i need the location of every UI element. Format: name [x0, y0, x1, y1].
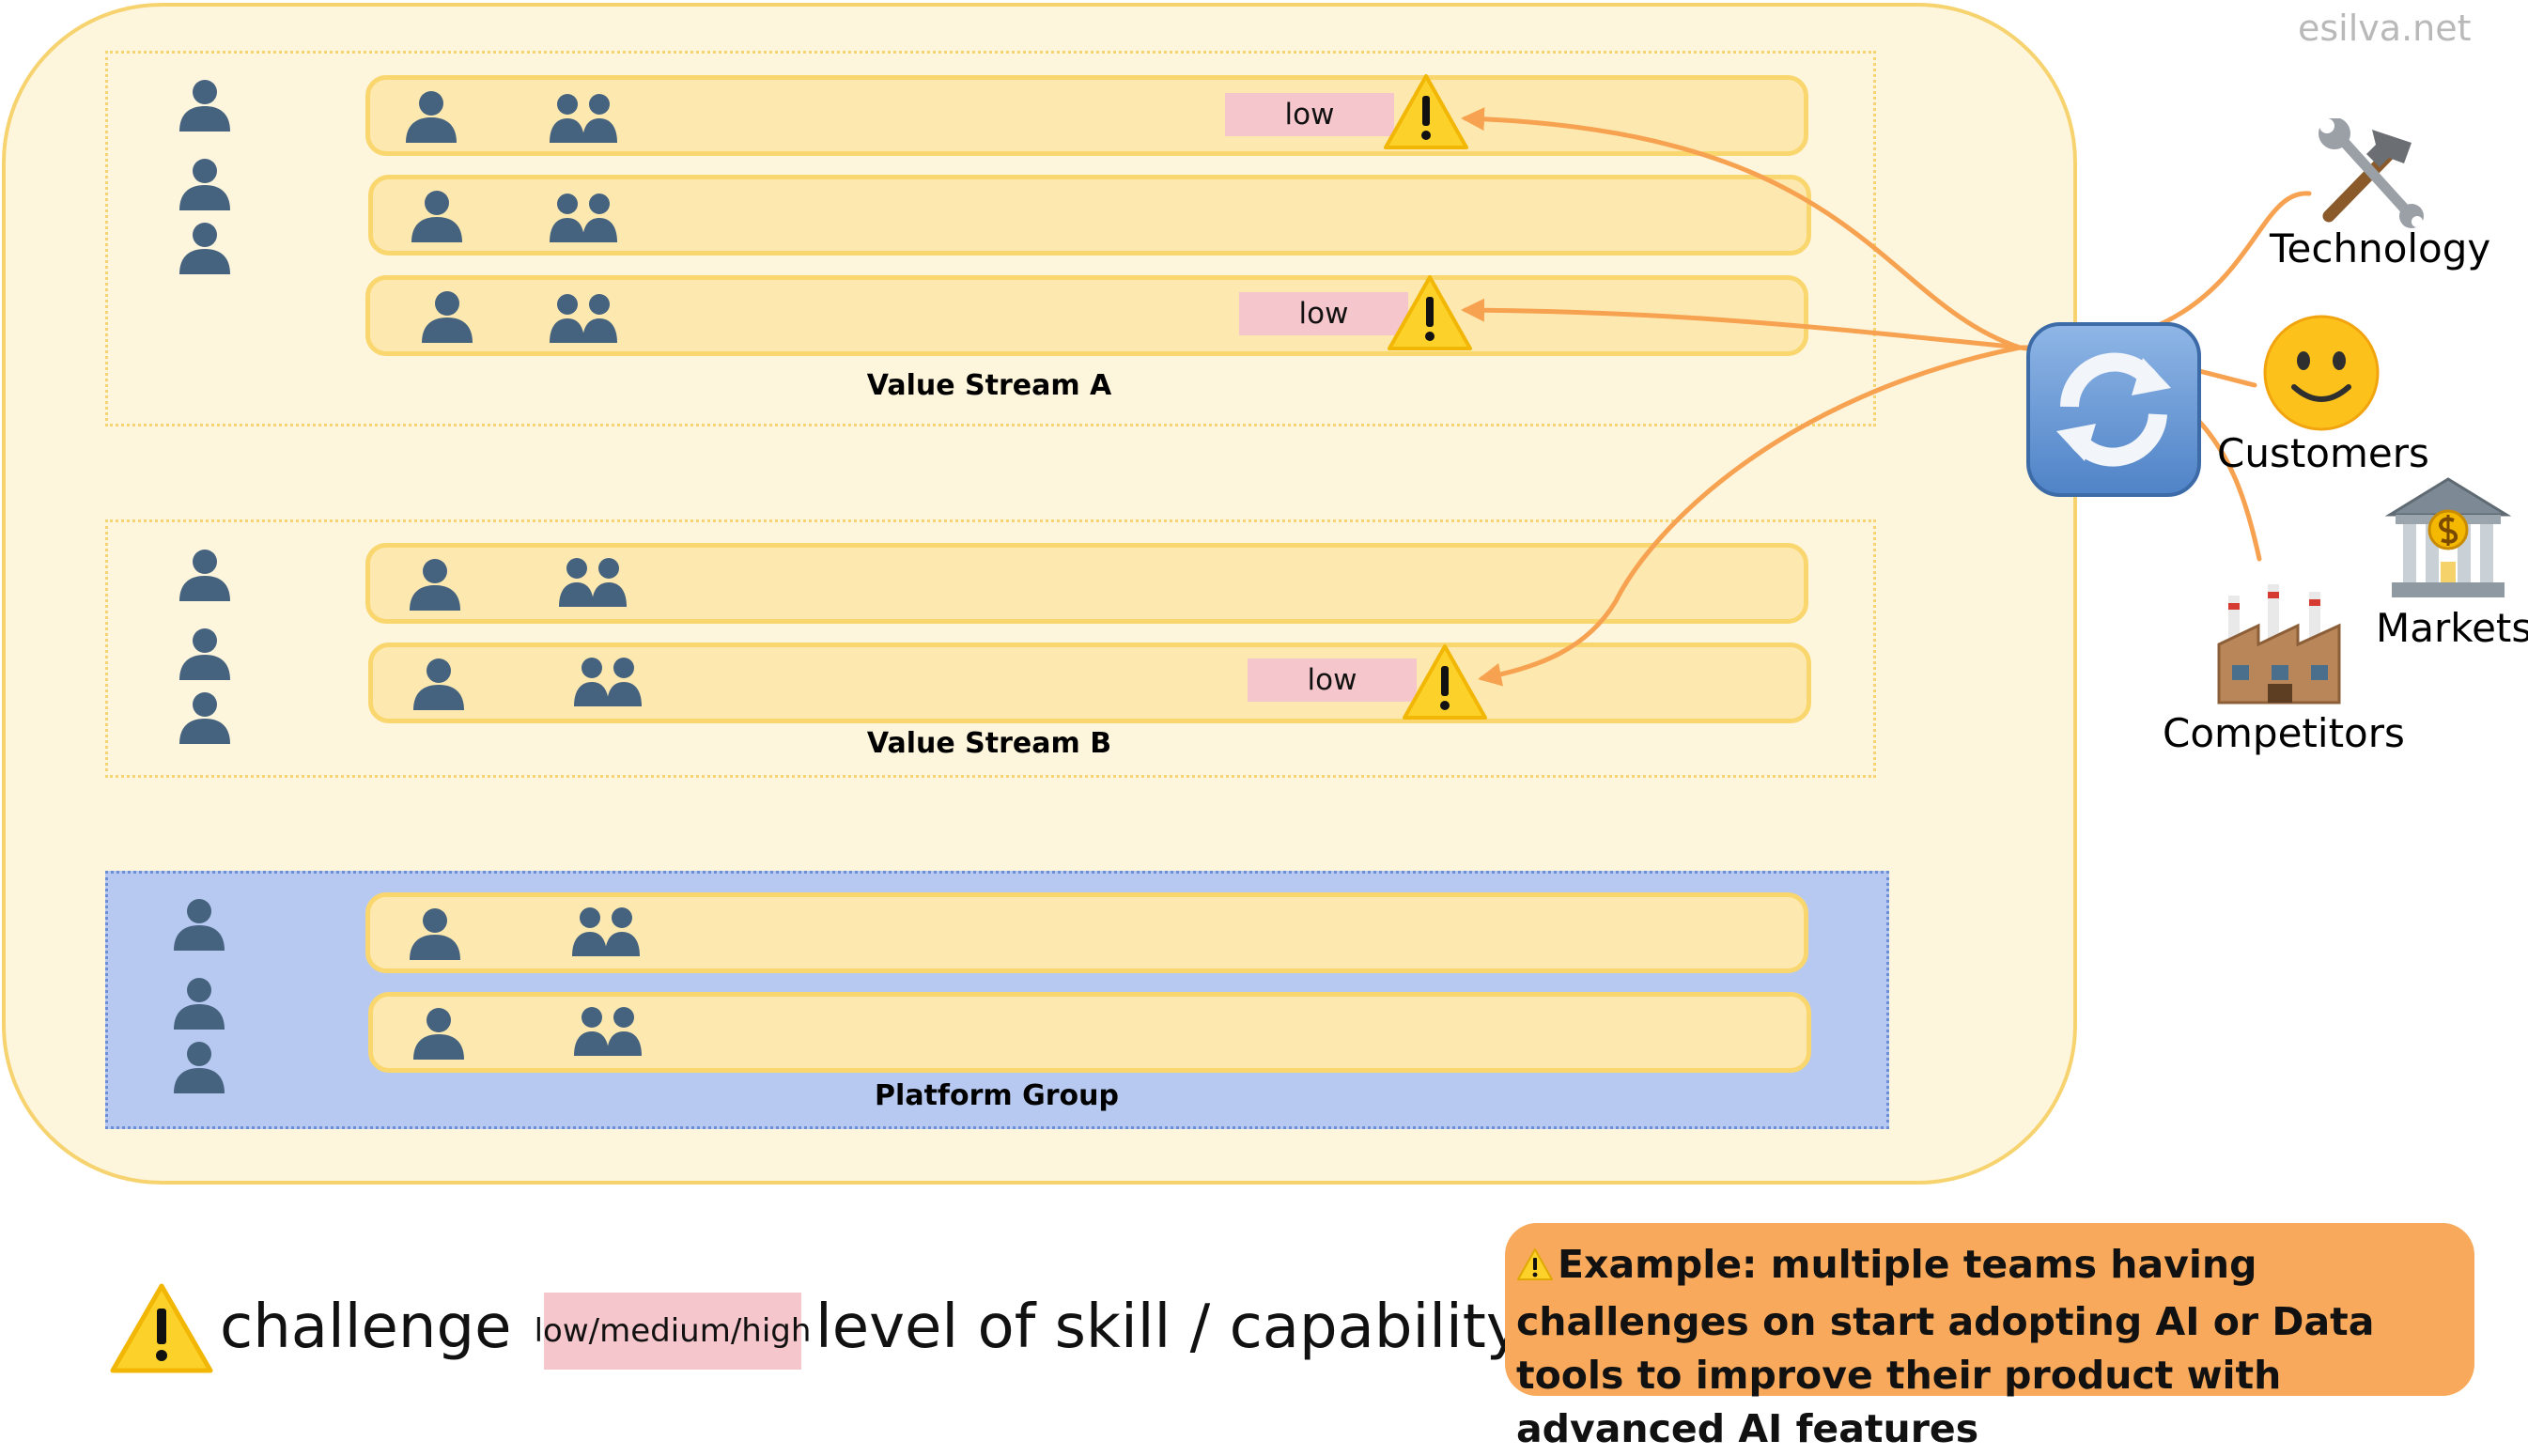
bank-icon	[2384, 475, 2512, 606]
person-icon	[418, 287, 476, 345]
people-pair-icon	[571, 902, 641, 958]
people-pair-icon	[573, 652, 643, 708]
people-pair-icon	[573, 1001, 643, 1058]
arrow-to-team-a1	[1461, 107, 2023, 350]
people-pair-icon	[549, 88, 618, 145]
person-icon	[406, 554, 464, 612]
arrow-to-team-a3	[1461, 298, 2023, 350]
person-icon	[176, 545, 234, 603]
value-stream-b-label: Value Stream B	[866, 727, 1112, 760]
warning-icon	[1516, 1242, 1554, 1295]
person-icon	[410, 1003, 468, 1061]
person-icon	[410, 654, 468, 712]
arrow-to-team-b2	[1478, 345, 2023, 687]
platform-group-label: Platform Group	[875, 1079, 1119, 1112]
warning-icon	[1383, 73, 1469, 150]
legend-skill-label: level of skill / capability	[815, 1293, 1522, 1362]
skill-tag-low: low	[1225, 93, 1394, 136]
team-p2	[368, 992, 1811, 1073]
legend-challenge-label: challenge	[220, 1293, 512, 1362]
people-pair-icon	[558, 552, 628, 609]
credit-text: esilva.net	[2298, 8, 2472, 49]
factory-icon	[2215, 575, 2345, 711]
smiley-icon	[2262, 314, 2381, 437]
technology-label: Technology	[2270, 225, 2491, 271]
customers-label: Customers	[2217, 430, 2429, 476]
person-icon	[176, 154, 234, 212]
hammer-wrench-icon	[2314, 117, 2427, 234]
warning-icon	[1402, 643, 1488, 720]
example-text: Example: multiple teams having challenge…	[1516, 1242, 2375, 1451]
person-icon	[170, 894, 228, 953]
person-icon	[176, 688, 234, 746]
skill-tag-low: low	[1239, 292, 1408, 335]
team-p1	[365, 892, 1808, 973]
warning-icon	[109, 1282, 214, 1374]
person-icon	[408, 186, 466, 244]
sync-icon	[2024, 320, 2203, 503]
person-icon	[170, 1037, 228, 1095]
person-icon	[402, 86, 460, 145]
person-icon	[170, 973, 228, 1031]
people-pair-icon	[549, 288, 618, 345]
value-stream-b-box	[105, 519, 1876, 778]
value-stream-a-box	[105, 51, 1876, 426]
people-pair-icon	[549, 188, 618, 244]
team-a1	[365, 75, 1808, 156]
legend-skill-tag: low/medium/high	[535, 1293, 811, 1370]
person-icon	[406, 904, 464, 962]
value-stream-a-label: Value Stream A	[866, 369, 1112, 402]
team-b2	[368, 643, 1811, 723]
competitors-label: Competitors	[2163, 710, 2405, 756]
markets-label: Markets	[2376, 605, 2528, 651]
skill-tag-low: low	[1248, 658, 1417, 702]
influence-arrows	[1461, 107, 2312, 687]
example-callout: Example: multiple teams having challenge…	[1505, 1223, 2474, 1451]
warning-icon	[1387, 274, 1473, 351]
person-icon	[176, 624, 234, 682]
person-icon	[176, 75, 234, 133]
person-icon	[176, 218, 234, 276]
